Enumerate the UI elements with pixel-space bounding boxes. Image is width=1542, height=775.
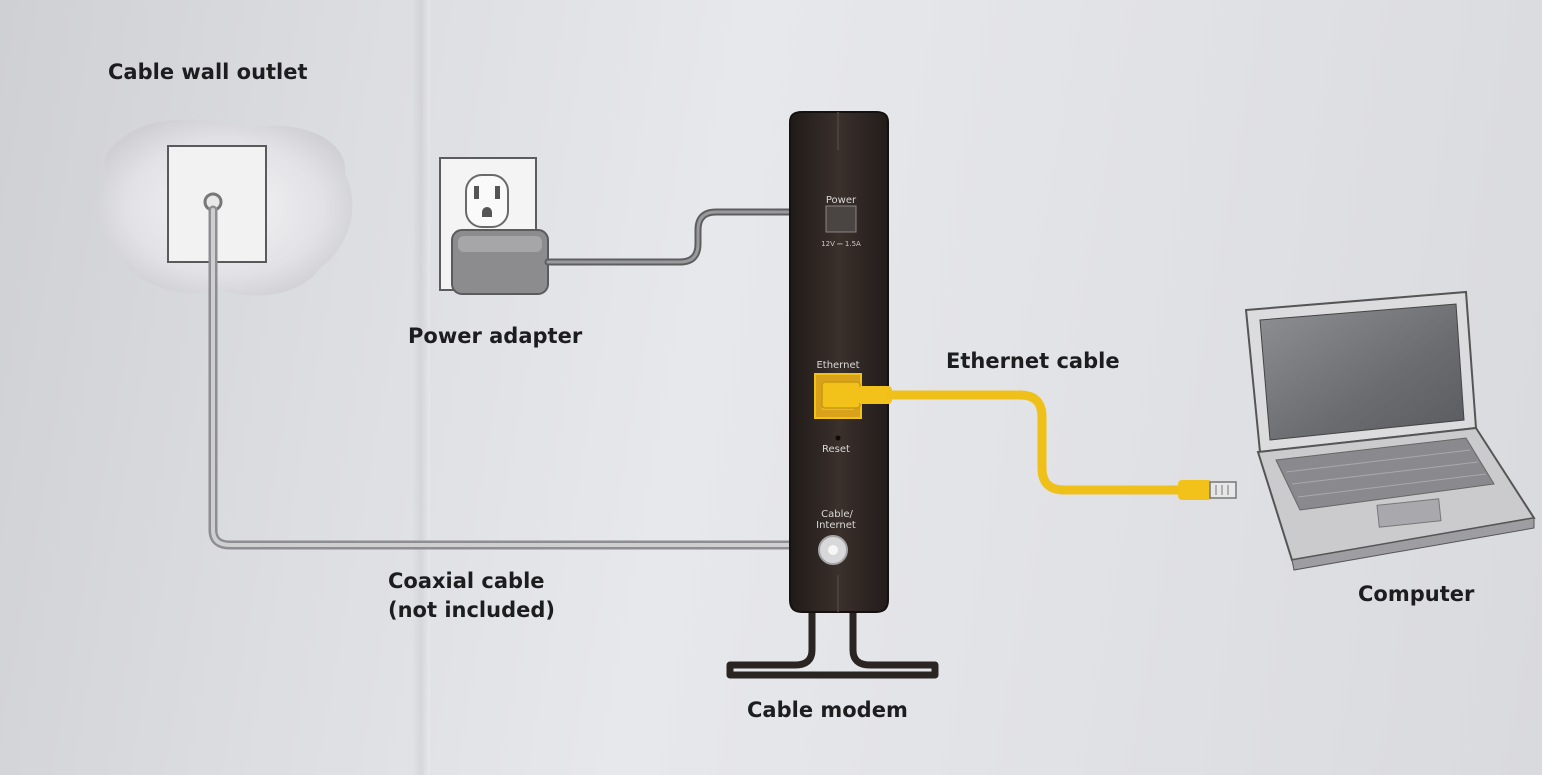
label-cable-wall-outlet: Cable wall outlet	[108, 60, 308, 84]
coaxial-cable-highlight	[211, 208, 822, 547]
label-coaxial-cable-line1: Coaxial cable	[388, 569, 545, 593]
modem-reset-pinhole	[835, 435, 841, 441]
power-adapter	[451, 208, 830, 295]
laptop-screen	[1259, 303, 1465, 441]
ethernet-cable	[821, 381, 1237, 500]
computer-laptop	[1244, 290, 1536, 571]
modem-power-rating: 12V ⎓ 1.5A	[821, 240, 861, 248]
ethernet-cable-line	[885, 390, 1185, 495]
page-fold-shadow	[412, 0, 430, 775]
laptop-touchpad	[1376, 498, 1442, 528]
power-cord	[544, 208, 830, 266]
label-coaxial-cable-line2: (not included)	[388, 598, 555, 622]
modem-port-label-cable-internet-2: Internet	[816, 520, 856, 531]
modem-port-label-power: Power	[826, 195, 857, 206]
modem-stand	[726, 605, 939, 679]
modem-port-label-cable-internet-1: Cable/	[821, 509, 853, 520]
label-coaxial-cable: Coaxial cable (not included)	[388, 567, 555, 625]
label-power-adapter: Power adapter	[408, 324, 583, 348]
laptop-keyboard	[1275, 437, 1495, 511]
modem-power-port	[825, 205, 857, 233]
ethernet-plug-computer	[1209, 481, 1237, 499]
label-computer: Computer	[1358, 582, 1475, 606]
modem-port-label-ethernet: Ethernet	[816, 360, 859, 371]
ethernet-plug-modem	[821, 381, 861, 409]
modem-body	[789, 111, 889, 613]
label-cable-modem: Cable modem	[747, 698, 908, 722]
label-ethernet-cable: Ethernet cable	[946, 349, 1120, 373]
cable-wall-outlet	[98, 119, 353, 296]
modem-port-label-reset: Reset	[822, 444, 850, 455]
